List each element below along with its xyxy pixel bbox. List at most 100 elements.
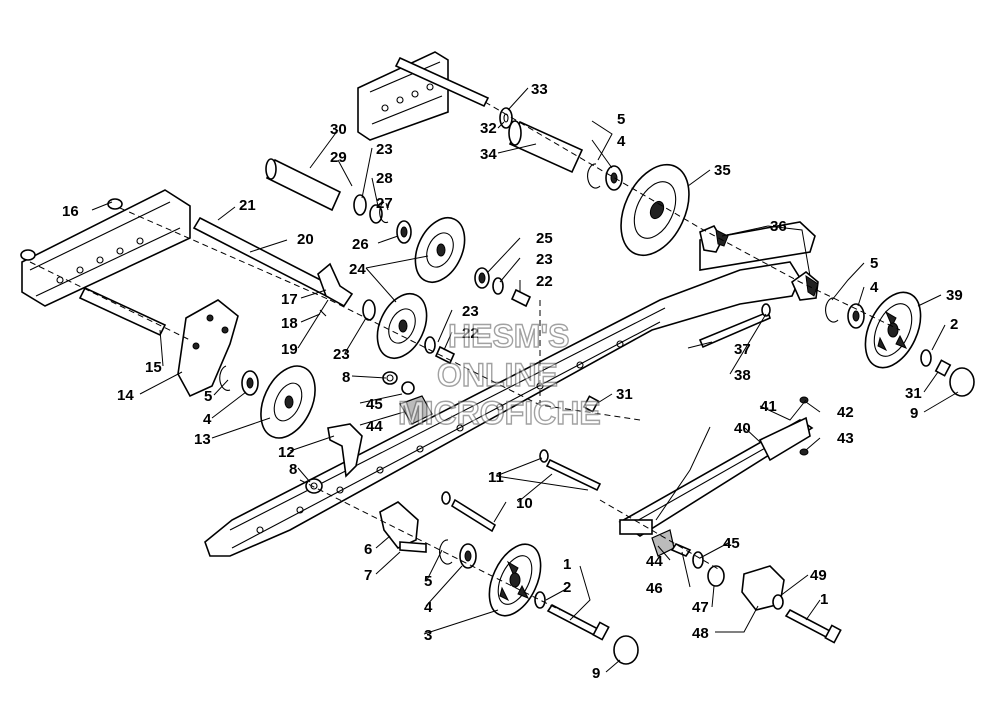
callout-42: 42 bbox=[837, 404, 854, 421]
washer-2-lower bbox=[534, 591, 546, 609]
callout-6: 6 bbox=[364, 541, 372, 558]
bearing-25 bbox=[474, 267, 490, 289]
snap-ring-5-left bbox=[219, 365, 231, 391]
arm-40 bbox=[618, 416, 814, 537]
callout-26: 26 bbox=[352, 236, 369, 253]
bolt-1-right bbox=[784, 608, 842, 644]
washer-45-upper bbox=[401, 381, 415, 395]
callout-8: 8 bbox=[289, 461, 297, 478]
callout-36: 36 bbox=[770, 218, 787, 235]
callout-23: 23 bbox=[462, 303, 479, 320]
callout-39: 39 bbox=[946, 287, 963, 304]
wheel-13 bbox=[260, 365, 316, 439]
block-44-upper bbox=[399, 395, 433, 425]
callout-16: 16 bbox=[62, 203, 79, 220]
callout-40: 40 bbox=[734, 420, 751, 437]
callout-33: 33 bbox=[531, 81, 548, 98]
cap-9-lower bbox=[613, 635, 639, 665]
snap-ring-5-right bbox=[825, 297, 839, 323]
callout-11: 11 bbox=[488, 469, 504, 486]
spacer-22-a bbox=[510, 288, 532, 308]
nut-31-center bbox=[582, 395, 600, 413]
shaft-front bbox=[78, 286, 167, 337]
callout-23: 23 bbox=[333, 346, 350, 363]
callout-37: 37 bbox=[734, 341, 751, 358]
callout-2: 2 bbox=[950, 316, 958, 333]
callout-17: 17 bbox=[281, 291, 298, 308]
watermark: HESM'S ONLINE MICROFICHE bbox=[397, 317, 601, 431]
callout-48: 48 bbox=[692, 625, 709, 642]
washer-2-right bbox=[920, 349, 932, 367]
wheel-3 bbox=[488, 543, 542, 617]
callout-43: 43 bbox=[837, 430, 854, 447]
washer-10 bbox=[441, 491, 451, 505]
callout-22: 22 bbox=[536, 273, 553, 290]
cap-9-right bbox=[949, 367, 975, 397]
nut-8-lower bbox=[305, 478, 323, 494]
callout-34: 34 bbox=[480, 146, 497, 163]
callout-21: 21 bbox=[239, 197, 256, 214]
snap-ring-27 bbox=[379, 201, 389, 224]
assembly-line-g bbox=[599, 499, 721, 571]
callout-46: 46 bbox=[646, 580, 663, 597]
spacer-30 bbox=[265, 158, 342, 212]
shaft-upper-rear bbox=[394, 56, 490, 108]
spacer-34 bbox=[508, 120, 584, 174]
callout-32: 32 bbox=[480, 120, 497, 137]
bracket-14 bbox=[177, 299, 239, 398]
bracket-12 bbox=[327, 423, 363, 478]
callout-5: 5 bbox=[617, 111, 625, 128]
callout-9: 9 bbox=[910, 405, 918, 422]
callout-1: 1 bbox=[563, 556, 571, 573]
bearing-4-left bbox=[241, 370, 259, 396]
callout-13: 13 bbox=[194, 431, 211, 448]
sprocket-36-lower bbox=[791, 270, 819, 301]
bolt-7 bbox=[399, 541, 427, 553]
callout-labels: 1 1 2 2 3 4 4 4 4 5 5 5 5 6 7 8 8 9 9 10… bbox=[62, 81, 963, 682]
watermark-line-3: MICROFICHE bbox=[398, 395, 601, 431]
leader-lines bbox=[91, 87, 959, 673]
nut-31-right bbox=[934, 359, 952, 377]
washer-23-c bbox=[362, 299, 376, 321]
bearing-28 bbox=[369, 204, 383, 224]
wheel-24-upper bbox=[414, 217, 466, 283]
bolt-10 bbox=[450, 498, 497, 533]
callout-23: 23 bbox=[536, 251, 553, 268]
callout-4: 4 bbox=[424, 599, 433, 616]
callout-49: 49 bbox=[810, 567, 827, 584]
bearing-26 bbox=[396, 220, 412, 244]
callout-7: 7 bbox=[364, 567, 372, 584]
washer-11 bbox=[539, 449, 549, 463]
callout-35: 35 bbox=[714, 162, 731, 179]
assembly-line-c bbox=[484, 101, 901, 331]
watermark-line-1: HESM'S bbox=[448, 318, 569, 354]
callout-30: 30 bbox=[330, 121, 347, 138]
callout-27: 27 bbox=[376, 195, 393, 212]
nut-16-b bbox=[20, 249, 36, 261]
callout-20: 20 bbox=[297, 231, 314, 248]
callout-4: 4 bbox=[203, 411, 212, 428]
wheel-39 bbox=[864, 291, 922, 369]
callout-5: 5 bbox=[870, 255, 878, 272]
arm-17 bbox=[317, 262, 354, 308]
bolt-1-lower bbox=[546, 603, 610, 641]
snap-ring-5-upper bbox=[587, 163, 601, 189]
spacer-22-b bbox=[434, 345, 456, 365]
callout-4: 4 bbox=[870, 279, 879, 296]
shaft-20 bbox=[192, 216, 342, 302]
pin-46 bbox=[670, 543, 692, 557]
washer-23-a bbox=[353, 194, 367, 216]
rail-right bbox=[699, 221, 816, 271]
bolt-long-11 bbox=[545, 458, 602, 492]
callout-44: 44 bbox=[646, 553, 663, 570]
callout-45: 45 bbox=[366, 396, 383, 413]
wheel-35 bbox=[620, 163, 690, 257]
bearing-4-right bbox=[847, 303, 865, 329]
callout-22: 22 bbox=[462, 325, 479, 342]
bearing-4-upper bbox=[605, 165, 623, 191]
assembly-line-b bbox=[119, 207, 331, 301]
callout-18: 18 bbox=[281, 315, 298, 332]
callout-10: 10 bbox=[516, 495, 533, 512]
washer-32 bbox=[499, 107, 513, 129]
